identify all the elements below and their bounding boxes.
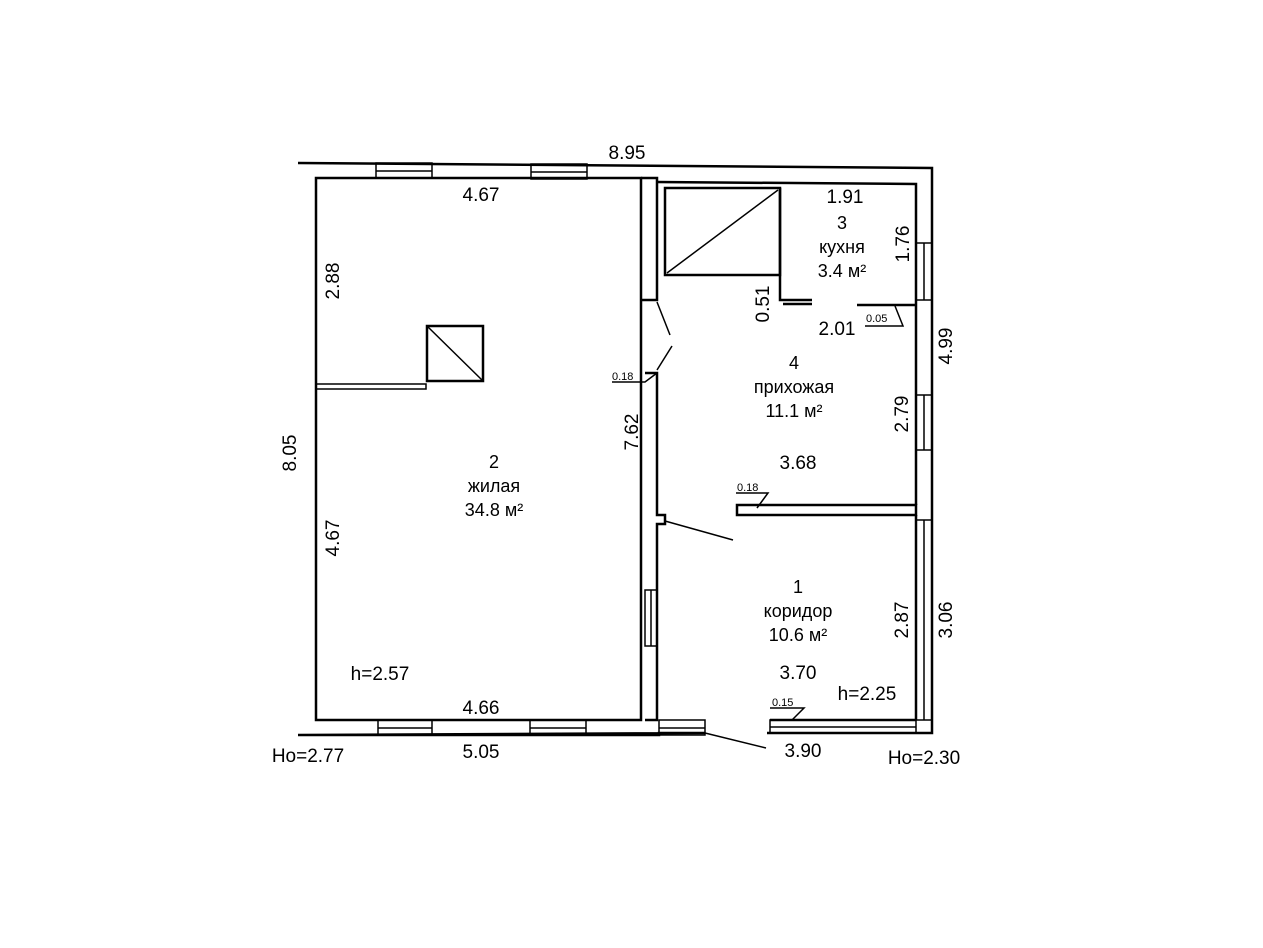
door-swing-living-lower xyxy=(656,345,673,371)
room-3-number: 3 xyxy=(837,213,847,233)
room-1-name: коридор xyxy=(764,601,833,621)
dim-living-top-width: 4.67 xyxy=(463,185,500,206)
dim-wall-018-a: 0.18 xyxy=(612,371,633,383)
room-2-name: жилая xyxy=(468,476,520,496)
leader-005 xyxy=(865,305,905,327)
room-4-number: 4 xyxy=(789,353,799,373)
door-swing-corridor xyxy=(664,520,734,541)
dim-hall-width: 3.68 xyxy=(780,453,817,474)
height-ho-left: Ho=2.77 xyxy=(272,746,344,767)
partition-wall-lower xyxy=(645,371,667,722)
dim-wall-005: 0.05 xyxy=(866,313,887,325)
height-labels: h=2.57 h=2.25 Ho=2.77 Ho=2.30 xyxy=(272,664,960,769)
leader-018-b xyxy=(736,492,770,509)
kitchen-left-wall xyxy=(778,188,812,302)
dim-living-left-lower: 4.67 xyxy=(323,520,344,557)
room-1-area: 10.6 м² xyxy=(769,625,827,645)
dim-wall-015: 0.15 xyxy=(772,697,793,709)
dim-living-right: 7.62 xyxy=(622,414,643,451)
room-4-name: прихожая xyxy=(754,377,834,397)
door-swing-living-upper xyxy=(656,301,671,336)
dim-kitchen-height: 1.76 xyxy=(893,226,914,263)
dim-total-width: 8.95 xyxy=(609,143,646,164)
dim-corridor-outer-width: 3.90 xyxy=(785,741,822,762)
stove-box xyxy=(425,324,485,383)
leader-015 xyxy=(770,707,806,721)
room-2-number: 2 xyxy=(489,452,499,472)
height-living: h=2.57 xyxy=(351,664,410,685)
windows xyxy=(375,162,933,736)
room-3-name: кухня xyxy=(819,237,865,257)
dim-living-left-upper: 2.88 xyxy=(323,263,344,300)
dim-corridor-outer-height: 3.06 xyxy=(936,602,957,639)
room-3-area: 3.4 м² xyxy=(818,261,866,281)
dim-living-bottom-outer: 5.05 xyxy=(463,742,500,763)
partition-wall-upper xyxy=(641,176,659,302)
dim-hall-top: 2.01 xyxy=(819,319,856,340)
dim-living-bottom-inner: 4.66 xyxy=(463,698,500,719)
hall-corridor-wall xyxy=(735,503,918,517)
room-1-number: 1 xyxy=(793,577,803,597)
room-4-area: 11.1 м² xyxy=(765,401,822,421)
door-swing-entrance xyxy=(704,732,767,749)
dim-hall-right-outer: 4.99 xyxy=(936,328,957,365)
thickness-leaders xyxy=(612,305,905,721)
dimension-labels: 8.95 4.67 1.91 2.01 3.68 3.70 4.66 5.05 … xyxy=(280,143,957,763)
leader-018-a xyxy=(612,372,658,383)
dim-corridor-height: 2.87 xyxy=(892,602,913,639)
dim-kitchen-niche: 0.51 xyxy=(753,286,774,323)
dim-total-height: 8.05 xyxy=(280,435,301,472)
dim-kitchen-width: 1.91 xyxy=(827,187,864,208)
dim-corridor-width: 3.70 xyxy=(780,663,817,684)
storage-diagonal xyxy=(666,189,779,274)
height-corridor: h=2.25 xyxy=(838,684,897,705)
room-2-area: 34.8 м² xyxy=(465,500,523,520)
kitchen-top-inner-wall xyxy=(656,180,918,300)
dim-wall-018-b: 0.18 xyxy=(737,482,758,494)
height-ho-right: Ho=2.30 xyxy=(888,748,960,769)
dim-hall-height: 2.79 xyxy=(892,396,913,433)
stove-wall xyxy=(315,383,427,390)
fixtures xyxy=(315,189,812,749)
room-labels: 2 жилая 34.8 м² 3 кухня 3.4 м² 4 прихожа… xyxy=(465,213,866,645)
living-room-inner-wall xyxy=(314,176,643,722)
stove-diagonal xyxy=(426,325,484,382)
